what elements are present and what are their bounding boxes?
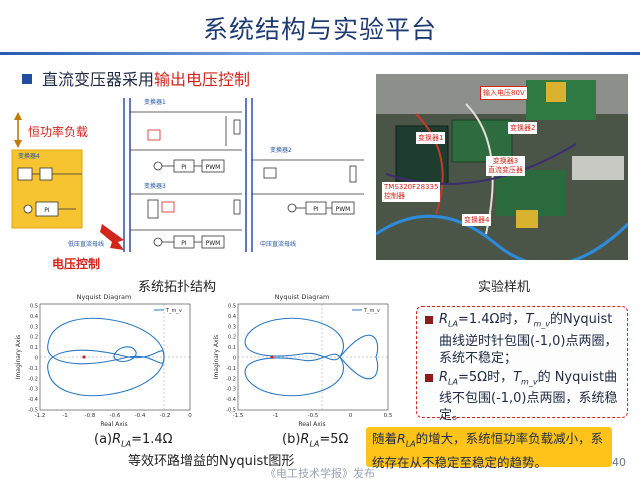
photo-label-input: 输入电压80V — [480, 86, 528, 100]
svg-text:变换器1: 变换器1 — [144, 98, 166, 106]
voltage-control-arrow-icon — [100, 224, 124, 250]
photo-label-converter2: 变换器2 — [508, 122, 538, 134]
nyquist-a-caption: (a)RLA=1.4Ω — [94, 432, 173, 449]
svg-text:Real Axis: Real Axis — [100, 421, 127, 428]
svg-text:Imaginary Axis: Imaginary Axis — [15, 335, 22, 380]
voltage-control-label: 电压控制 — [52, 256, 100, 271]
footer: 《电工技术学报》发布 — [265, 467, 375, 480]
svg-text:变换器2: 变换器2 — [270, 146, 292, 154]
y-tick-label: -0.5 — [28, 408, 38, 414]
converter1-hcd-block — [147, 129, 161, 141]
svg-text:PWM: PWM — [206, 164, 221, 171]
page-number: 40 — [612, 456, 626, 469]
x-tick-label: -1.5 — [233, 413, 244, 419]
y-tick-label: -0.1 — [226, 366, 236, 372]
x-tick-label: -1 — [62, 413, 67, 419]
y-tick-label: 0.4 — [30, 314, 38, 320]
topology-caption: 系统拓扑结构 — [138, 280, 217, 295]
y-tick-label: 0.5 — [30, 304, 38, 310]
svg-text:PI: PI — [44, 207, 50, 214]
converter3-hcd-block — [161, 201, 175, 213]
x-tick-label: 0 — [188, 413, 192, 419]
svg-text:T_m_v: T_m_v — [363, 308, 380, 314]
y-tick-label: 0 — [233, 356, 236, 362]
x-tick-label: 0.5 — [384, 413, 392, 419]
converter3-ra-block — [147, 199, 159, 219]
system-topology-diagram: PI 恒功率负载 变换器4 低压直流母线 变换器1 PI PWM 变换器3 PI… — [11, 98, 364, 271]
square-bullet-icon — [22, 74, 32, 84]
section-heading: 直流变压器采用输出电压控制 — [22, 66, 250, 90]
square-bullet-icon — [425, 316, 433, 324]
y-tick-label: 0.4 — [228, 314, 236, 320]
y-tick-label: -0.2 — [28, 376, 38, 382]
stability-notes-box: RLA=1.4Ω时，Tm_v的Nyquist曲线逆时针包围(-1,0)点两圈，系… — [416, 306, 628, 423]
x-tick-label: -0.8 — [85, 413, 96, 419]
y-tick-label: 0.1 — [228, 345, 236, 351]
svg-text:变换器3: 变换器3 — [144, 182, 166, 190]
svg-text:Nyquist Diagram: Nyquist Diagram — [77, 293, 132, 301]
y-tick-label: -0.4 — [28, 397, 38, 403]
svg-text:Nyquist Diagram: Nyquist Diagram — [275, 293, 330, 301]
mid-voltage-bus-label: 中压直流母线 — [260, 240, 296, 248]
y-tick-label: 0.2 — [228, 335, 236, 341]
square-bullet-icon — [425, 373, 433, 382]
x-tick-label: -0.6 — [110, 413, 121, 419]
y-tick-label: -0.1 — [28, 366, 38, 372]
photo-label-converter4: 变换器4 — [462, 214, 492, 226]
y-tick-label: 0.2 — [30, 335, 38, 341]
svg-text:PI: PI — [313, 206, 319, 213]
svg-text:T_m_v: T_m_v — [165, 308, 182, 314]
svg-text:PWM: PWM — [206, 240, 221, 247]
y-tick-label: -0.4 — [226, 397, 236, 403]
x-tick-label: -0.5 — [308, 413, 319, 419]
heading-prefix: 直流变压器采用 — [42, 70, 155, 89]
nyquist-b-caption: (b)RLA=5Ω — [282, 432, 349, 449]
title-underline — [0, 52, 640, 55]
x-tick-label: -1.2 — [35, 413, 46, 419]
photo-caption: 实验样机 — [478, 280, 531, 295]
y-tick-label: 0 — [35, 356, 38, 362]
load-resistor-block — [17, 167, 33, 181]
low-voltage-bus-label: 低压直流母线 — [68, 240, 104, 248]
x-tick-label: -1 — [273, 413, 278, 419]
slide-title: 系统结构与实验平台 — [202, 15, 437, 44]
x-tick-label: -0.2 — [160, 413, 171, 419]
svg-text:PI: PI — [181, 240, 187, 247]
nyquist-caption: 等效环路增益的Nyquist图形 — [128, 454, 295, 469]
title-bar: 系统结构与实验平台 — [0, 0, 640, 56]
heading-highlight: 输出电压控制 — [154, 70, 251, 89]
note-stable: RLA=5Ω时，Tm_v的 Nyquist曲线不包围(-1,0)点两圈，系统稳定… — [425, 369, 621, 425]
y-tick-label: -0.3 — [226, 387, 236, 393]
x-tick-label: -0.4 — [135, 413, 146, 419]
load-cap-block — [39, 167, 53, 181]
svg-text:Imaginary Axis: Imaginary Axis — [213, 335, 220, 380]
y-tick-label: -0.2 — [226, 376, 236, 382]
y-tick-label: 0.3 — [30, 324, 38, 330]
note-unstable: RLA=1.4Ω时，Tm_v的Nyquist曲线逆时针包围(-1,0)点两圈，系… — [425, 311, 621, 367]
nyquist-plot-b: Nyquist Diagram T_m_v -1.5 -1 -0.5 0 0.5 0.5… — [213, 293, 392, 428]
converter2-hcd-block — [263, 167, 277, 179]
summary-box: 随着RLA的增大，系统恒功率负载减小，系统存在从不稳定至稳定的趋势。 — [366, 427, 612, 470]
svg-text:PI: PI — [181, 164, 187, 171]
y-tick-label: -0.5 — [226, 408, 236, 414]
y-tick-label: 0.5 — [228, 304, 236, 310]
constant-power-load-label: 恒功率负载 — [28, 124, 88, 139]
x-tick-label: 0 — [349, 413, 353, 419]
photo-label-converter1: 变换器1 — [416, 132, 446, 144]
svg-text:变换器4: 变换器4 — [18, 152, 40, 160]
svg-text:PWM: PWM — [336, 206, 351, 213]
y-tick-label: -0.3 — [28, 387, 38, 393]
y-tick-label: 0.1 — [30, 345, 38, 351]
svg-text:Real Axis: Real Axis — [298, 421, 325, 428]
nyquist-plot-a: Nyquist Diagram T_m_v -1.2 -1 -0.8 -0.6 -0.4… — [15, 293, 192, 428]
y-tick-label: 0.3 — [228, 324, 236, 330]
